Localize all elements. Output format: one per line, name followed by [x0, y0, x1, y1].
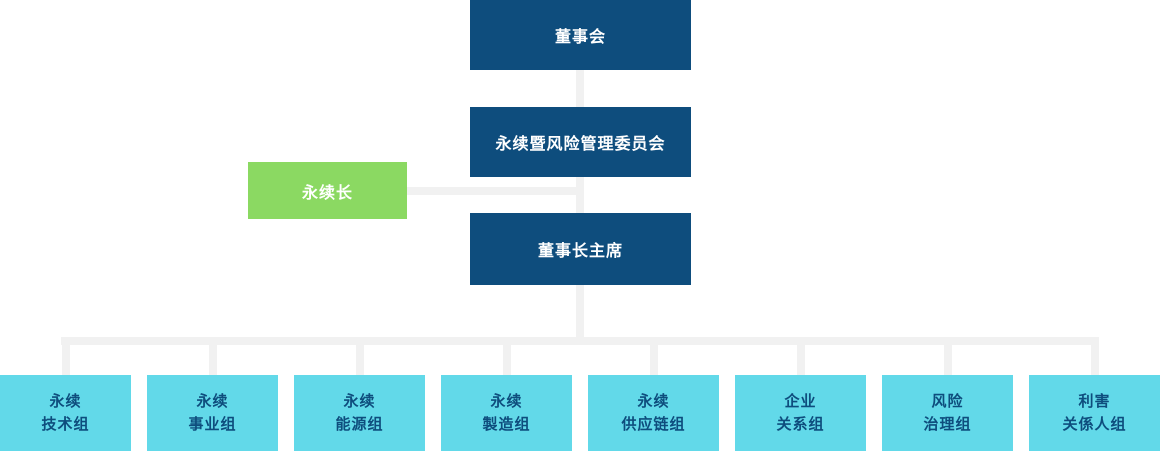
group-label: 企业 关系组: [776, 393, 825, 433]
group-label: 风险 治理组: [923, 393, 972, 433]
connector-committee-chairman: [576, 177, 584, 213]
node-chairman-label: 董事长主席: [537, 243, 623, 260]
connector-drop-3: [356, 337, 364, 375]
connector-drop-2: [209, 337, 217, 375]
connector-drop-5: [650, 337, 658, 375]
node-committee: 永续暨风险管理委员会: [470, 107, 691, 177]
group-label: 永续 製造组: [482, 393, 531, 433]
group-risk-governance: 风险 治理组: [882, 375, 1013, 451]
connector-cso-branch: [407, 187, 578, 195]
group-corporate-relations: 企业 关系组: [735, 375, 866, 451]
connector-board-committee: [576, 70, 584, 107]
node-chairman: 董事长主席: [470, 213, 691, 285]
node-board: 董事会: [470, 0, 691, 70]
group-label: 永续 技术组: [41, 393, 90, 433]
group-sustainability-manufacturing: 永续 製造组: [441, 375, 572, 451]
connector-drop-7: [944, 337, 952, 375]
connector-chairman-trunk: [576, 285, 584, 341]
connector-drop-4: [503, 337, 511, 375]
group-sustainability-business: 永续 事业组: [147, 375, 278, 451]
node-board-label: 董事会: [554, 29, 606, 46]
connector-drop-6: [797, 337, 805, 375]
group-sustainability-energy: 永续 能源组: [294, 375, 425, 451]
group-sustainability-technology: 永续 技术组: [0, 375, 131, 451]
group-label: 永续 能源组: [335, 393, 384, 433]
group-sustainability-supply-chain: 永续 供应链组: [588, 375, 719, 451]
connector-distribution-line: [61, 337, 1099, 345]
connector-drop-8: [1091, 337, 1099, 375]
connector-drop-1: [62, 337, 70, 375]
node-cso-label: 永续长: [301, 184, 353, 202]
node-cso: 永续长: [248, 162, 407, 219]
node-committee-label: 永续暨风险管理委员会: [495, 136, 666, 153]
group-stakeholders: 利害 关係人组: [1029, 375, 1160, 451]
group-label: 利害 关係人组: [1062, 393, 1127, 433]
group-label: 永续 事业组: [188, 393, 237, 433]
group-label: 永续 供应链组: [621, 393, 686, 433]
